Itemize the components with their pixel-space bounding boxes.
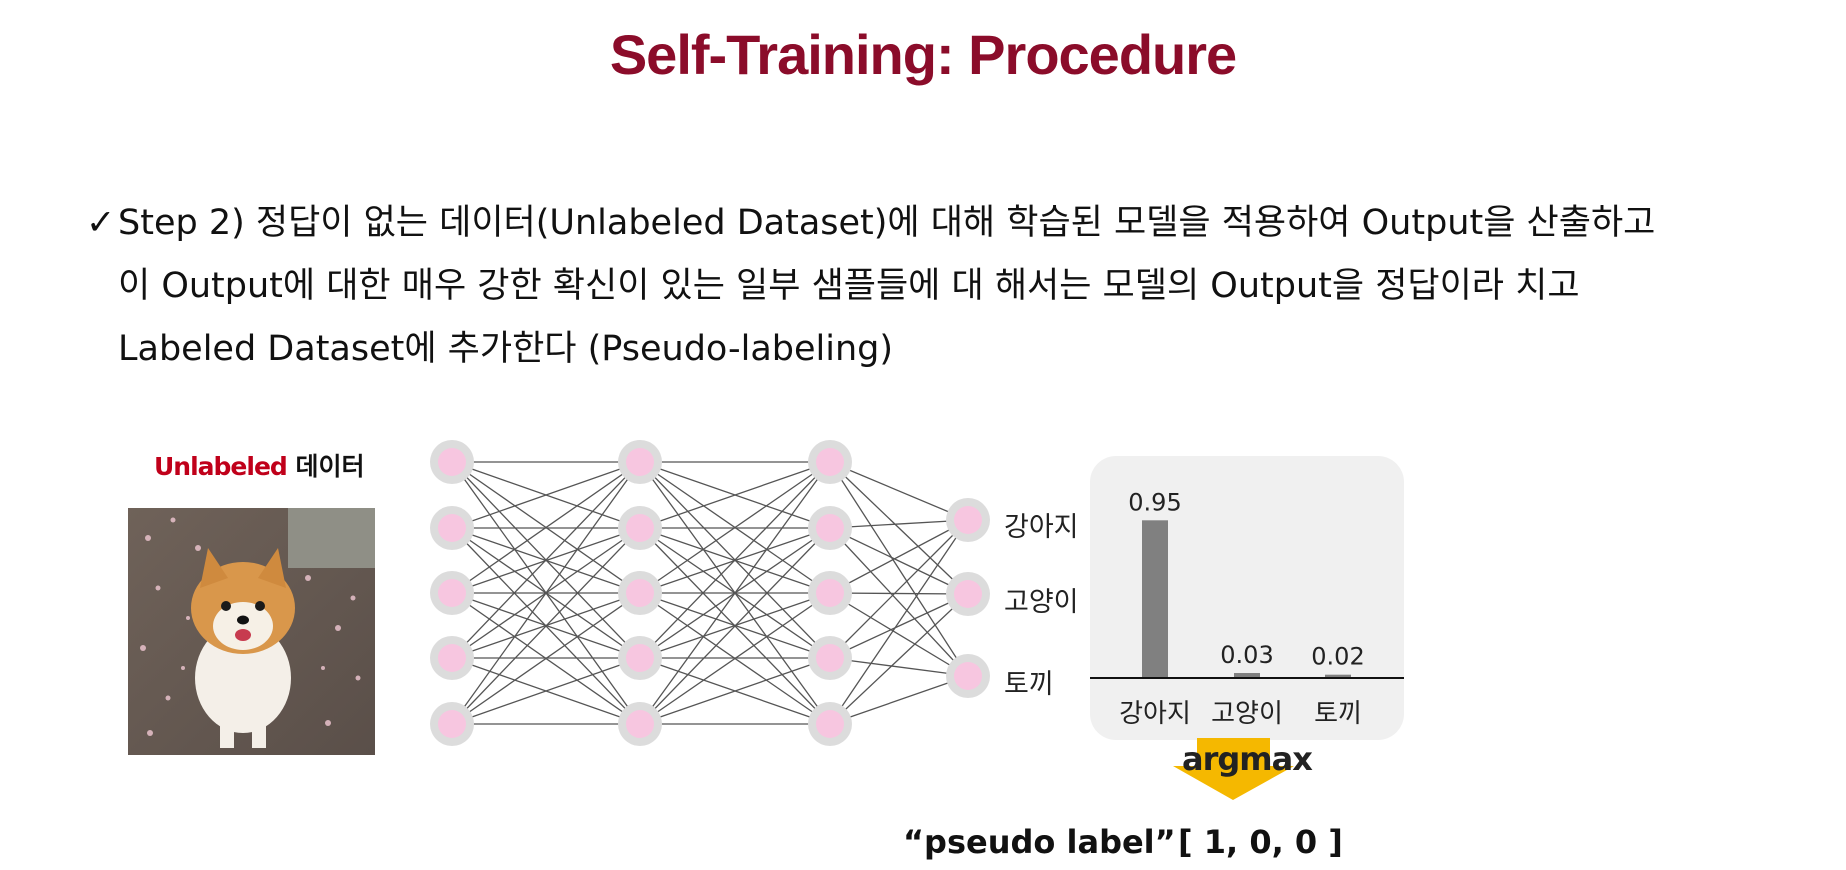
network-nodes — [430, 440, 990, 746]
network-edges — [451, 461, 969, 725]
network-node — [626, 448, 654, 476]
network-node — [816, 644, 844, 672]
unlabeled-data-caption: Unlabeled 데이터 — [154, 447, 365, 483]
network-edge — [829, 461, 969, 521]
network-edge — [451, 657, 641, 725]
step-line-1: Step 2) 정답이 없는 데이터(Unlabeled Dataset)에 대… — [118, 203, 1656, 243]
bar-category-label: 강아지 — [1119, 699, 1191, 729]
network-edge — [639, 461, 831, 659]
bar-2 — [1325, 674, 1351, 678]
network-edge — [829, 657, 969, 677]
network-edge — [639, 657, 831, 725]
network-edge — [451, 592, 641, 725]
network-edge — [451, 461, 641, 529]
network-edge — [639, 461, 831, 529]
network-edge — [829, 519, 969, 725]
network-node — [816, 579, 844, 607]
step-description: ✓ Step 2) 정답이 없는 데이터(Unlabeled Dataset)에… — [86, 192, 1826, 381]
network-edge — [829, 592, 969, 677]
network-edge — [829, 527, 969, 595]
network-edge — [639, 592, 831, 725]
pseudo-label-text: “pseudo label” — [903, 823, 1176, 861]
network-node — [816, 448, 844, 476]
bar-value-label: 0.02 — [1311, 643, 1364, 671]
network-node — [438, 644, 466, 672]
output-label-rabbit: 토끼 — [1004, 669, 1054, 700]
network-node — [438, 579, 466, 607]
network-node — [626, 710, 654, 738]
network-node — [816, 710, 844, 738]
output-label-cat: 고양이 — [1004, 587, 1079, 618]
bar-0 — [1142, 520, 1168, 678]
network-node — [954, 662, 982, 690]
network-edge — [639, 461, 831, 725]
network-node — [626, 644, 654, 672]
probability-bar-chart: 0.95 강아지 0.03 고양이 0.02 토끼 — [1090, 488, 1404, 729]
argmax-label: argmax — [1182, 740, 1313, 778]
network-edge — [829, 675, 969, 725]
network-node — [816, 514, 844, 542]
network-edge — [829, 592, 969, 595]
network-node — [626, 579, 654, 607]
bar-category-label: 토끼 — [1314, 699, 1362, 729]
data-word: 데이터 — [286, 452, 365, 481]
network-edge — [829, 519, 969, 659]
network-edge — [829, 527, 969, 677]
step-line-2: 이 Output에 대한 매우 강한 확신이 있는 일부 샘플들에 대 해서는 … — [118, 266, 1580, 306]
network-edge — [829, 461, 969, 595]
slide-title: Self-Training: Procedure — [609, 23, 1237, 86]
network-edge — [451, 461, 641, 659]
check-bullet-icon: ✓ — [86, 203, 116, 243]
network-edge — [451, 527, 641, 725]
network-node — [626, 514, 654, 542]
pseudo-label-vector: [ 1, 0, 0 ] — [1178, 823, 1343, 861]
network-edge — [829, 461, 969, 677]
network-edge — [829, 593, 969, 725]
bar-value-label: 0.95 — [1128, 488, 1181, 516]
output-label-dog: 강아지 — [1004, 512, 1079, 543]
argmax-arrow — [1173, 738, 1294, 800]
network-edge — [829, 519, 969, 529]
bar-value-label: 0.03 — [1220, 641, 1273, 669]
network-node — [954, 506, 982, 534]
network-node — [954, 580, 982, 608]
argmax-arrow-shape — [1173, 738, 1294, 800]
unlabeled-word: Unlabeled — [154, 452, 288, 481]
network-edge — [829, 593, 969, 659]
network-edge — [451, 461, 641, 594]
bar-category-label: 고양이 — [1211, 699, 1283, 729]
network-edge — [639, 461, 831, 594]
network-node — [438, 710, 466, 738]
network-node — [438, 514, 466, 542]
network-edge — [451, 461, 641, 725]
pomeranian-dog-photo-icon — [128, 508, 375, 755]
step-line-3: Labeled Dataset에 추가한다 (Pseudo-labeling) — [118, 329, 894, 369]
bar-1 — [1234, 673, 1260, 678]
network-edge — [639, 527, 831, 725]
network-node — [438, 448, 466, 476]
network-edge — [829, 519, 969, 594]
